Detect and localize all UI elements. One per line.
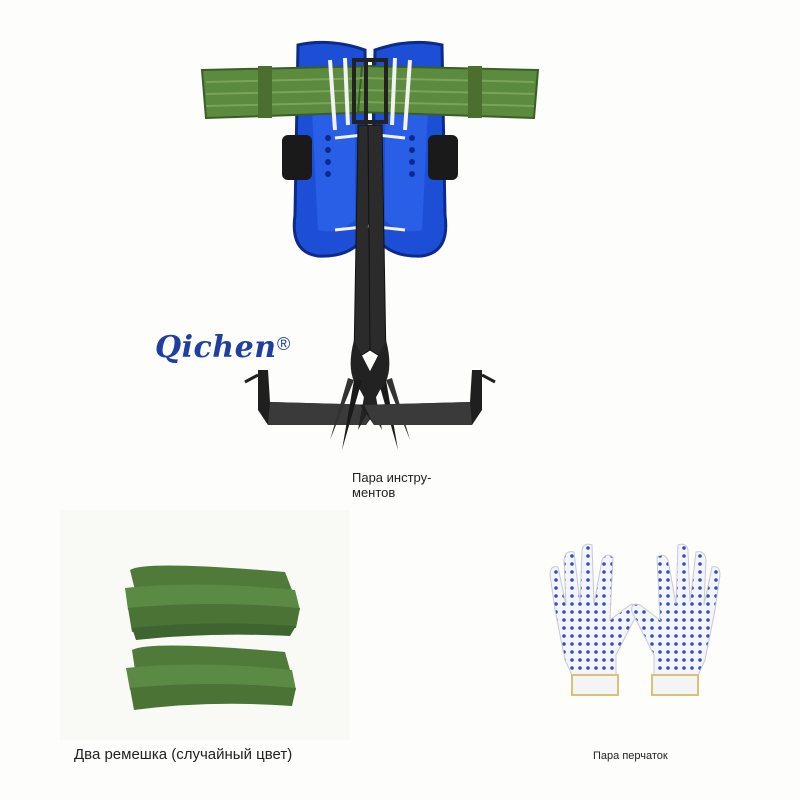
straps-caption: Два ремешка (случайный цвет) <box>74 746 293 763</box>
gloves-photo <box>520 520 750 720</box>
tools-caption: Пара инстру- ментов <box>352 470 472 500</box>
right-glove <box>631 543 721 696</box>
climbing-spikes-photo <box>140 30 600 470</box>
brand-logo: Qichen <box>155 330 277 365</box>
right-climbing-spike <box>330 40 540 450</box>
gloves-caption: Пара перчаток <box>593 750 668 762</box>
strap-bottom <box>126 645 296 710</box>
left-glove <box>549 543 639 696</box>
strap-top <box>125 565 300 640</box>
tools-caption-line1: Пара инстру- <box>352 470 432 485</box>
straps-photo <box>60 510 350 740</box>
registered-mark: ® <box>277 334 291 354</box>
tools-caption-line2: ментов <box>352 485 396 500</box>
